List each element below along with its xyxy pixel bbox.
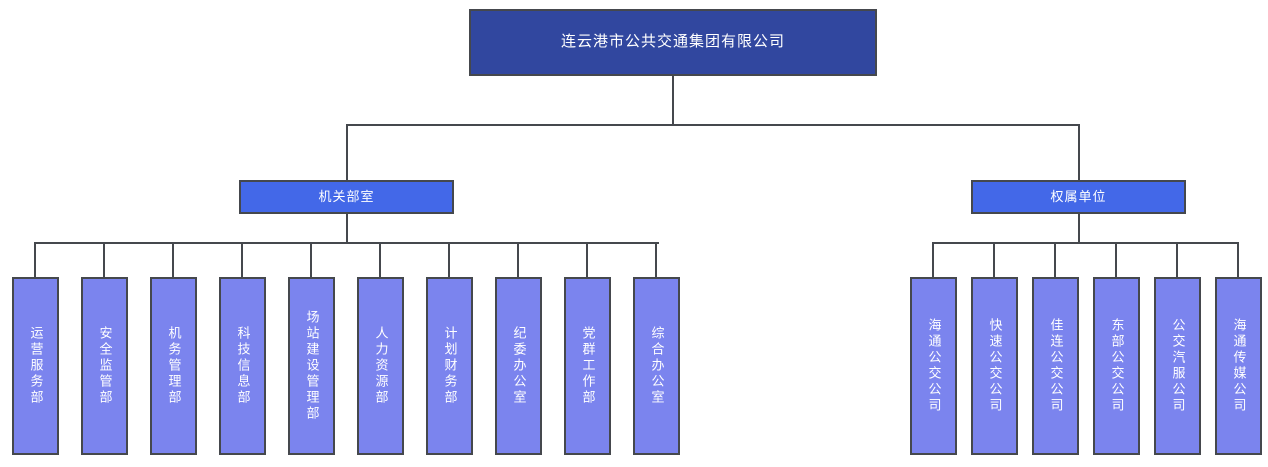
org-node-branch-label: 权属单位 [1050, 189, 1107, 205]
org-node-leaf-safety-supervision[interactable]: 安全监管部 [81, 277, 128, 455]
connector-branch-right-drop [1078, 124, 1080, 180]
connector-left-riser-5 [310, 242, 312, 277]
org-node-leaf-label: 纪委办公室 [511, 326, 527, 406]
connector-left-riser-2 [103, 242, 105, 277]
connector-right-riser-5 [1176, 242, 1178, 277]
connector-right-riser-6 [1237, 242, 1239, 277]
connector-left-bus [34, 242, 659, 244]
org-node-leaf-party-mass-work[interactable]: 党群工作部 [564, 277, 611, 455]
org-node-leaf-label: 党群工作部 [580, 326, 596, 406]
org-node-root[interactable]: 连云港市公共交通集团有限公司 [469, 9, 877, 76]
org-node-branch-agency-departments[interactable]: 机关部室 [239, 180, 454, 214]
org-node-leaf-maintenance-management[interactable]: 机务管理部 [150, 277, 197, 455]
org-node-leaf-discipline-inspection-office[interactable]: 纪委办公室 [495, 277, 542, 455]
org-node-leaf-planning-finance[interactable]: 计划财务部 [426, 277, 473, 455]
org-node-leaf-haitong-bus-company[interactable]: 海通公交公司 [910, 277, 957, 455]
connector-left-riser-3 [172, 242, 174, 277]
org-node-leaf-label: 佳连公交公司 [1048, 318, 1064, 414]
connector-right-stem [1078, 214, 1080, 243]
org-node-leaf-label: 海通公交公司 [926, 318, 942, 414]
connector-root-stem [672, 76, 674, 125]
org-node-leaf-label: 机务管理部 [166, 326, 182, 406]
org-node-leaf-label: 人力资源部 [373, 326, 389, 406]
org-node-leaf-technology-information[interactable]: 科技信息部 [219, 277, 266, 455]
connector-left-riser-10 [655, 242, 657, 277]
org-node-leaf-haitong-media-company[interactable]: 海通传媒公司 [1215, 277, 1262, 455]
org-node-leaf-label: 科技信息部 [235, 326, 251, 406]
org-node-leaf-operations-service[interactable]: 运营服务部 [12, 277, 59, 455]
org-node-leaf-station-construction-management[interactable]: 场站建设管理部 [288, 277, 335, 455]
connector-right-riser-1 [932, 242, 934, 277]
org-node-leaf-human-resources[interactable]: 人力资源部 [357, 277, 404, 455]
org-node-leaf-label: 海通传媒公司 [1231, 318, 1247, 414]
connector-right-riser-3 [1054, 242, 1056, 277]
connector-left-riser-4 [241, 242, 243, 277]
org-node-branch-subsidiary-units[interactable]: 权属单位 [971, 180, 1186, 214]
org-node-leaf-label: 场站建设管理部 [304, 310, 320, 422]
org-node-leaf-label: 综合办公室 [649, 326, 665, 406]
connector-right-bus [932, 242, 1238, 244]
connector-right-riser-4 [1115, 242, 1117, 277]
connector-left-stem [346, 214, 348, 243]
org-node-branch-label: 机关部室 [318, 189, 375, 205]
org-node-leaf-eastern-bus-company[interactable]: 东部公交公司 [1093, 277, 1140, 455]
connector-left-riser-9 [586, 242, 588, 277]
org-node-leaf-label: 运营服务部 [28, 326, 44, 406]
connector-right-riser-2 [993, 242, 995, 277]
org-node-leaf-label: 安全监管部 [97, 326, 113, 406]
org-node-leaf-label: 公交汽服公司 [1170, 318, 1186, 414]
connector-left-riser-8 [517, 242, 519, 277]
connector-left-riser-7 [448, 242, 450, 277]
org-node-leaf-label: 计划财务部 [442, 326, 458, 406]
org-node-leaf-rapid-transit-company[interactable]: 快速公交公司 [971, 277, 1018, 455]
org-node-leaf-label: 快速公交公司 [987, 318, 1003, 414]
org-node-leaf-general-office[interactable]: 综合办公室 [633, 277, 680, 455]
org-node-root-label: 连云港市公共交通集团有限公司 [560, 33, 785, 51]
org-node-leaf-bus-auto-service-company[interactable]: 公交汽服公司 [1154, 277, 1201, 455]
org-node-leaf-jialian-bus-company[interactable]: 佳连公交公司 [1032, 277, 1079, 455]
org-node-leaf-label: 东部公交公司 [1109, 318, 1125, 414]
connector-left-riser-1 [34, 242, 36, 277]
connector-left-riser-6 [379, 242, 381, 277]
connector-root-bus [347, 124, 1080, 126]
connector-branch-left-drop [346, 124, 348, 180]
